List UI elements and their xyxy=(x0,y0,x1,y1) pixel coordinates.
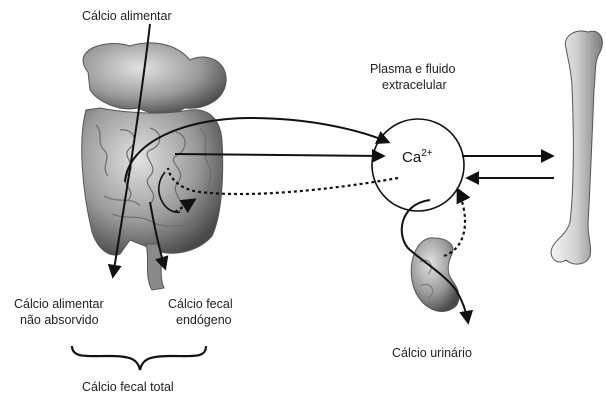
unabsorbed-label-line1: Cálcio alimentar xyxy=(14,297,104,312)
endogenous-fecal-label-line1: Cálcio fecal xyxy=(168,297,233,312)
plasma-label-line2: extracelular xyxy=(382,78,447,93)
dietary-calcium-label: Cálcio alimentar xyxy=(82,9,172,24)
fecal-total-brace xyxy=(72,346,206,370)
plasma-label-line1: Plasma e fluido xyxy=(370,62,455,77)
endogenous-fecal-label-line2: endógeno xyxy=(176,313,232,328)
urinary-calcium-label: Cálcio urinário xyxy=(392,346,472,361)
digestive-tract-icon xyxy=(82,43,226,290)
total-fecal-label: Cálcio fecal total xyxy=(82,380,174,395)
calcium-ion-label: Ca2+ xyxy=(402,148,433,166)
bone-icon xyxy=(551,31,602,264)
bone-arrows xyxy=(462,156,554,178)
unabsorbed-label-line2: não absorvido xyxy=(20,313,99,328)
kidney-icon xyxy=(411,238,459,312)
